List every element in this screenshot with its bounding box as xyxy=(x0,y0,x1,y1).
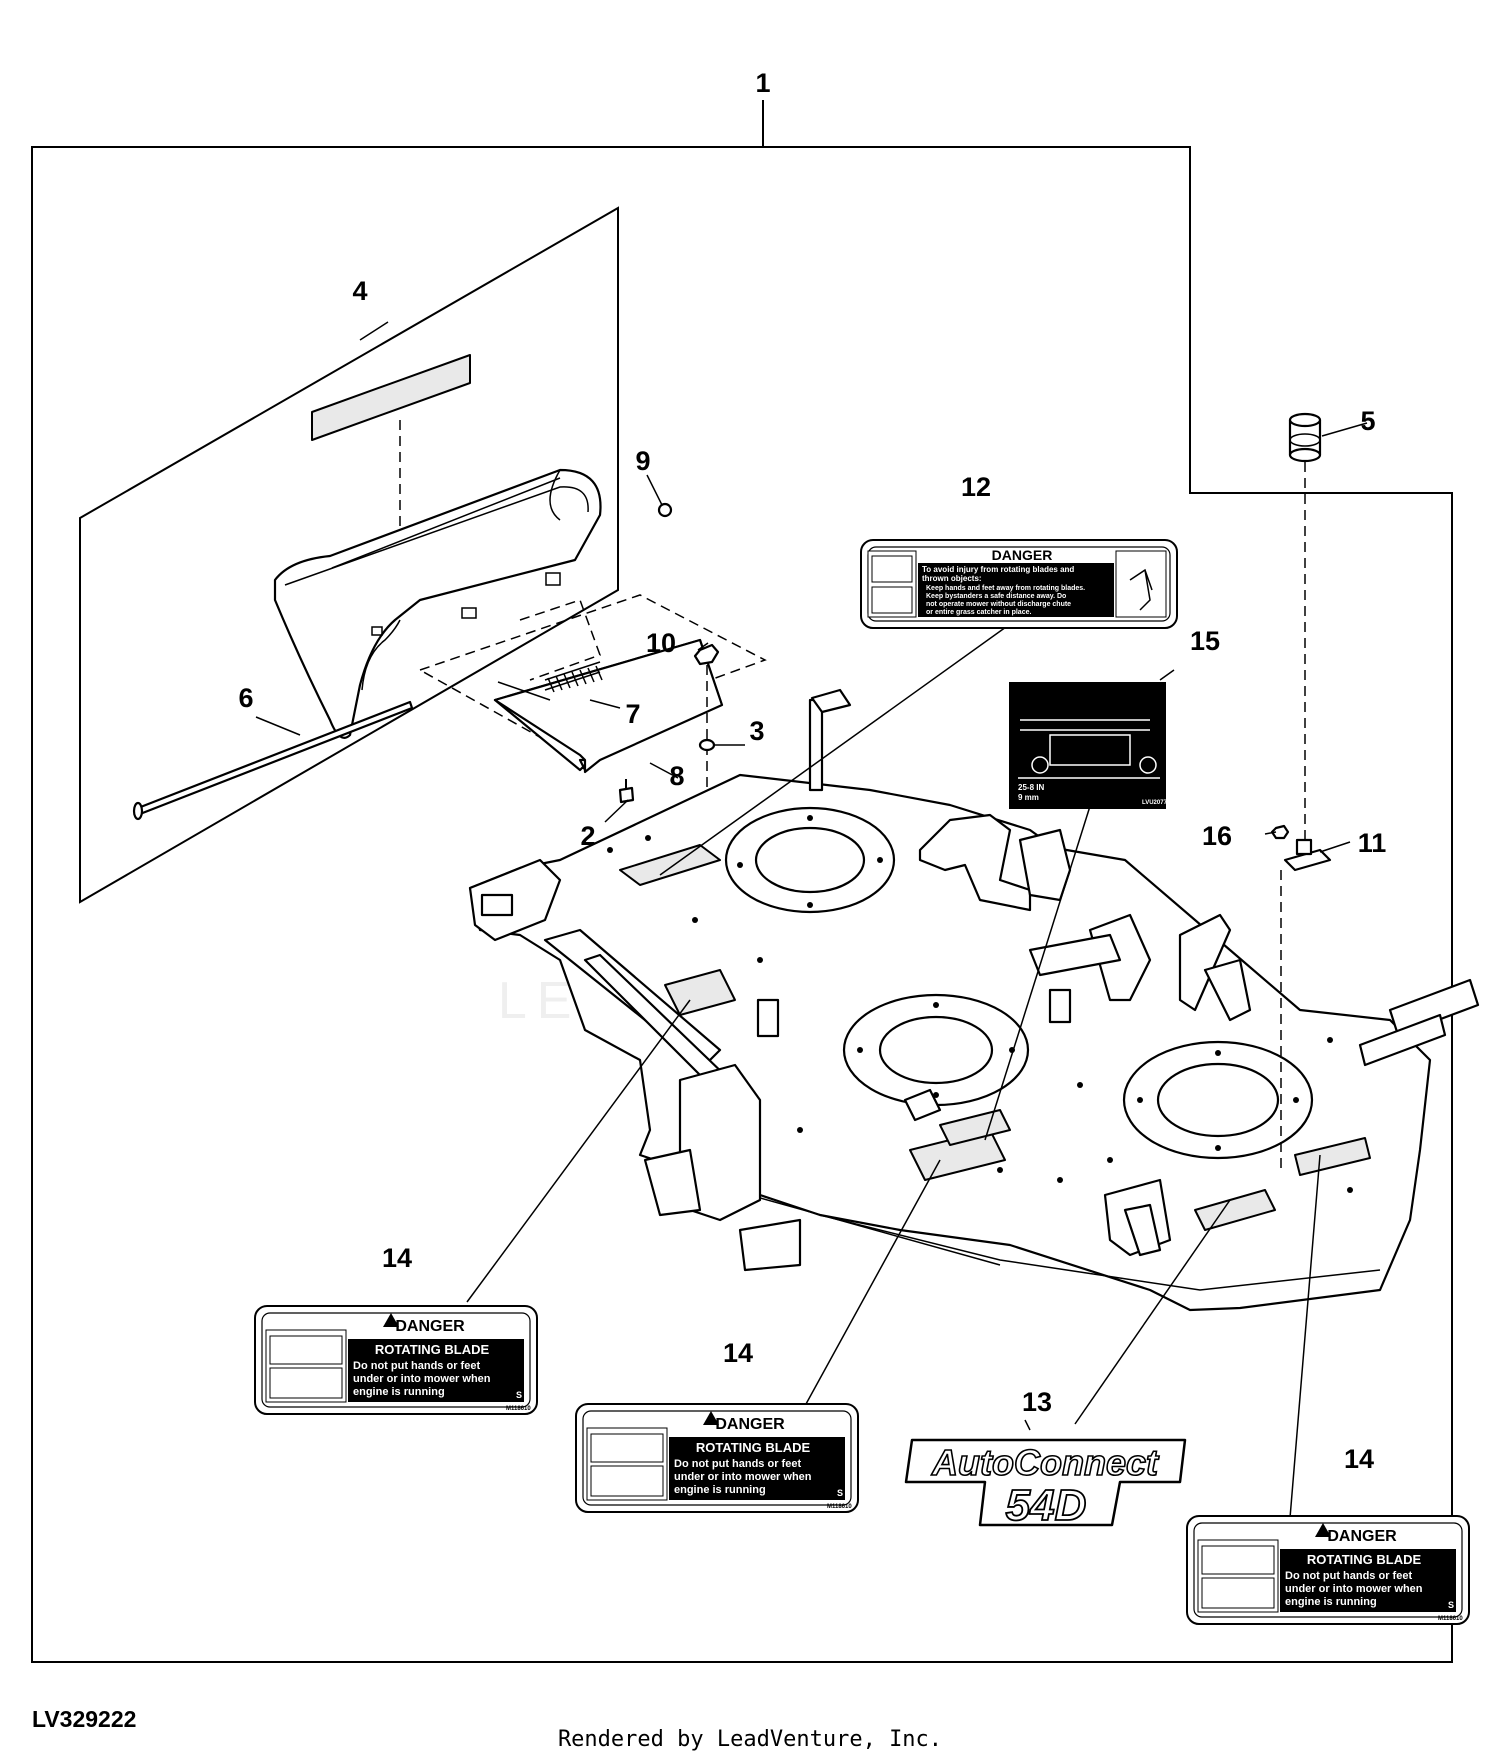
decal-14b-title: ROTATING BLADE xyxy=(696,1440,811,1455)
assembly-frame xyxy=(31,146,1453,1663)
decal-12-line1: To avoid injury from rotating blades and xyxy=(922,565,1074,574)
decal-14b-line3: engine is running xyxy=(674,1484,766,1496)
bushing-5 xyxy=(1288,412,1322,463)
callout-11: 11 xyxy=(1358,828,1387,858)
decal-14b-line1: Do not put hands or feet xyxy=(674,1458,801,1470)
height-decal-text1: 25-8 IN xyxy=(1018,783,1044,792)
decal-12-line4: Keep bystanders a safe distance away. Do xyxy=(926,593,1066,600)
decal-14c-line3: engine is running xyxy=(1285,1596,1377,1608)
decal-14b-code: M118610 xyxy=(827,1504,852,1510)
decal-14a-header: DANGER xyxy=(395,1318,465,1335)
decal-12-line5: not operate mower without discharge chut… xyxy=(926,601,1071,608)
logo-line2: 54D xyxy=(1006,1481,1087,1530)
callout-14-right: 14 xyxy=(1344,1444,1374,1474)
callout-8: 8 xyxy=(669,761,684,791)
callout-5: 5 xyxy=(1360,406,1375,436)
decal-14c-letter: S xyxy=(1448,1600,1454,1610)
danger-rotating-blade-decal-center: DANGER ROTATING BLADE Do not put hands o… xyxy=(575,1403,859,1513)
decal-14c-header: DANGER xyxy=(1327,1528,1397,1545)
decal-14b-letter: S xyxy=(837,1488,843,1498)
decal-14b-header: DANGER xyxy=(715,1416,785,1433)
callout-6: 6 xyxy=(238,683,253,713)
danger-rotating-blade-decal-right: DANGER ROTATING BLADE Do not put hands o… xyxy=(1186,1515,1470,1625)
autoconnect-54d-logo: AutoConnect 54D xyxy=(904,1438,1187,1531)
washer-3 xyxy=(698,738,716,752)
callout-1: 1 xyxy=(755,68,770,98)
callout-3: 3 xyxy=(749,716,764,746)
callout-14-center: 14 xyxy=(723,1338,753,1368)
decal-14a-title: ROTATING BLADE xyxy=(375,1342,490,1357)
decal-14c-title: ROTATING BLADE xyxy=(1307,1552,1422,1567)
height-decal-text2: 9 mm xyxy=(1018,793,1039,802)
callout-15: 15 xyxy=(1190,626,1220,656)
decal-12-line6: or entire grass catcher in place. xyxy=(926,609,1031,616)
decal-14c-line2: under or into mower when xyxy=(1285,1583,1423,1595)
decal-12-line2: thrown objects: xyxy=(922,574,982,583)
decal-14c-code: M118610 xyxy=(1438,1616,1463,1622)
decal-14a-line1: Do not put hands or feet xyxy=(353,1360,480,1372)
mower-deck xyxy=(468,688,1480,1312)
callout-2: 2 xyxy=(580,821,595,851)
hinge-rod xyxy=(132,700,414,821)
chute-inset-panel xyxy=(79,206,619,904)
decal-14b-line2: under or into mower when xyxy=(674,1471,812,1483)
decal-12-line3: Keep hands and feet away from rotating b… xyxy=(926,585,1085,592)
danger-rotating-blade-decal-left: DANGER ROTATING BLADE Do not put hands o… xyxy=(254,1305,538,1415)
leader-lines xyxy=(255,321,1368,1519)
parts-diagram: LEADVENTURE xyxy=(31,68,1480,1663)
callout-13: 13 xyxy=(1022,1387,1052,1417)
decal-14a-code: M118610 xyxy=(506,1406,531,1412)
discharge-chute xyxy=(273,468,602,739)
decal-12-header: DANGER xyxy=(992,547,1053,563)
height-decal-code: LVU2077 xyxy=(1142,800,1168,806)
nut-9 xyxy=(657,502,673,518)
callout-16: 16 xyxy=(1202,821,1232,851)
diagram-code: LV329222 xyxy=(32,1706,137,1732)
danger-thrown-objects-decal: DANGER To avoid injury from rotating bla… xyxy=(860,539,1178,629)
decal-14a-line3: engine is running xyxy=(353,1386,445,1398)
chute-decal xyxy=(311,354,471,441)
decal-14c-line1: Do not put hands or feet xyxy=(1285,1570,1412,1582)
callout-14-left: 14 xyxy=(382,1243,412,1273)
spring xyxy=(497,661,603,701)
lock-nut-10 xyxy=(693,643,720,666)
callout-10: 10 xyxy=(646,628,676,658)
bolt-2 xyxy=(618,779,635,804)
callout-4: 4 xyxy=(352,276,367,306)
decal-14a-line2: under or into mower when xyxy=(353,1373,491,1385)
callout-12: 12 xyxy=(961,472,991,502)
pivot-bolt-11 xyxy=(1283,838,1332,872)
decal-14a-letter: S xyxy=(516,1390,522,1400)
render-credit: Rendered by LeadVenture, Inc. xyxy=(557,1727,943,1752)
height-decal: 25-8 IN 9 mm LVU2077 xyxy=(1009,682,1168,809)
logo-line1: AutoConnect xyxy=(931,1442,1160,1483)
callout-7: 7 xyxy=(625,699,640,729)
callout-9: 9 xyxy=(635,446,650,476)
